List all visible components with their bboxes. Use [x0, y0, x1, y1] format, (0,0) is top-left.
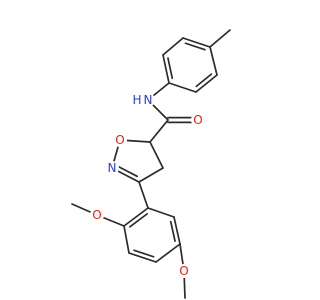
bond-a3-a4-a	[128, 252, 157, 263]
bond-a2-a3	[123, 225, 130, 254]
bond-t6-t1	[209, 46, 218, 76]
bond-t1-t2-b	[184, 42, 206, 51]
bond-layer	[71, 29, 231, 299]
bond-a6-a1	[147, 207, 175, 218]
bond-a3-a4-b	[133, 249, 155, 258]
bond-a5-a6-b	[169, 220, 176, 242]
atom-label-n-ring: N	[108, 161, 117, 175]
bond-c3-a1	[138, 181, 149, 209]
bond-t5-t6-b	[195, 73, 213, 88]
atom-label-background	[141, 93, 155, 107]
bond-c3-c4	[138, 167, 164, 183]
bond-a1-a2-b	[129, 213, 149, 228]
bond-c-amide-c5	[149, 119, 169, 143]
atom-label-background	[105, 161, 119, 175]
atom-label-n-amide: N	[144, 93, 153, 107]
atom-label-o-methoxy-2: O	[92, 208, 101, 222]
bond-a1-a2-a	[123, 207, 149, 227]
bond-t3-t4-a	[162, 54, 170, 84]
bond-a5-a6-a	[173, 216, 181, 245]
atom-label-background	[113, 133, 127, 147]
atom-label-background	[191, 113, 205, 127]
atom-label-o-carbonyl: O	[193, 113, 202, 127]
atom-label-background	[177, 264, 191, 278]
bond-n-ring-c3-b	[116, 165, 139, 178]
bond-t2-t3	[162, 37, 184, 56]
atom-label-background	[90, 208, 104, 222]
bond-me-top-t1	[209, 29, 231, 48]
bond-t1-t2-a	[182, 37, 211, 48]
atom-label-background	[130, 93, 144, 107]
bond-t4-t5	[168, 82, 197, 93]
bond-t5-t6-a	[195, 74, 218, 93]
atom-label-h-amide: H	[132, 93, 141, 107]
atom-label-o-ring: O	[115, 133, 124, 147]
bond-t3-t4-b	[167, 57, 174, 80]
bond-a4-a5	[155, 243, 181, 263]
atom-label-o-methoxy-5: O	[179, 264, 188, 278]
bond-c4-c5	[149, 141, 164, 169]
